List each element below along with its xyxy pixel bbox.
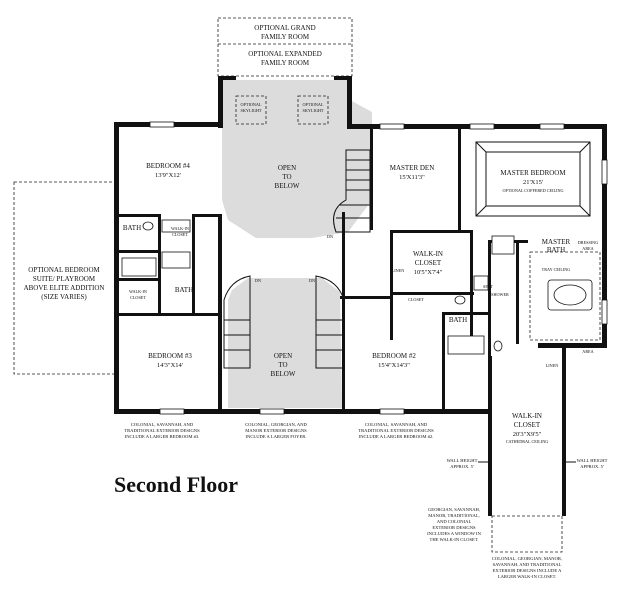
skylight-left-label-1: OPTIONAL (241, 102, 262, 107)
ceiling-details (235, 95, 601, 341)
bedroom2-dim: 15'4"X14'3" (378, 362, 410, 369)
optional-suite-label-2: SUITE/ PLAYROOM (33, 275, 96, 283)
walkin-left-bottom-1: WALK-IN (129, 289, 147, 294)
walkin-left-bottom-2: CLOSET (130, 295, 146, 300)
optional-suite-label-1: OPTIONAL BEDROOM (28, 266, 100, 274)
walkin-center-name-2: CLOSET (415, 259, 442, 267)
colonial-bottom-note-4: LARGER WALK-IN CLOSET. (498, 574, 556, 579)
open-to-below-center-area (228, 278, 342, 408)
master-bedroom-dim: 21'X15' (523, 179, 543, 186)
seat-shower-2: SHOWER (491, 292, 509, 297)
bath-left-top-label: BATH (123, 224, 141, 232)
walkin-master-name-2: CLOSET (514, 421, 541, 429)
walkin-left-top-2: CLOSET (172, 232, 188, 237)
walkin-center-name-1: WALK-IN (413, 250, 443, 258)
bedroom3-name: BEDROOM #3 (148, 352, 192, 360)
bedroom4-dim: 13'9"X12' (155, 172, 181, 179)
master-den-name: MASTER DEN (390, 164, 435, 172)
wall-height-right-1: WALL HEIGHT (577, 458, 608, 463)
walkin-left-top-1: WALK-IN (171, 226, 189, 231)
outer-walls (114, 76, 607, 414)
skylight-right-label-2: SKYLIGHT (303, 108, 324, 113)
bedroom2-name: BEDROOM #2 (372, 352, 416, 360)
georgian-note-6: THE WALK-IN CLOSET. (430, 537, 479, 542)
skylight-right-label-1: OPTIONAL (303, 102, 324, 107)
dressing-bottom-1: DRESSING (578, 343, 598, 348)
open-center-1: OPEN (274, 352, 292, 360)
dn-label-2: DN (255, 278, 261, 283)
linen-right-label: LINEN (546, 363, 559, 368)
master-bath-name-1: MASTER (542, 238, 571, 246)
dn-label-3: DN (309, 278, 315, 283)
bath-left-bottom-label: BATH (175, 286, 193, 294)
georgian-note-4: EXTERIOR DESIGNS (432, 525, 476, 530)
georgian-note-3: AND COLONIAL (437, 519, 472, 524)
walkin-center-dim: 10'5"X7'4" (414, 269, 443, 276)
optional-suite-label-4: (SIZE VARIES) (41, 293, 87, 301)
georgian-note-2: MANOR, TRADITIONAL, (428, 513, 480, 519)
note-left-2: TRADITIONAL EXTERIOR DESIGNS (124, 428, 200, 433)
open-top-1: OPEN (278, 164, 296, 172)
closet-center-label: CLOSET (408, 297, 424, 302)
bath-right-label: BATH (449, 316, 467, 324)
stairs (223, 149, 371, 369)
wall-height-left-1: WALL HEIGHT (447, 458, 478, 463)
open-center-2: TO (278, 361, 287, 369)
master-bath-note: TRAY CEILING (542, 267, 571, 272)
colonial-bottom-note-3: EXTERIOR DESIGNS INCLUDE A (493, 568, 562, 573)
optional-grand-family-label-1: OPTIONAL GRAND (254, 24, 315, 32)
note-center-3: INCLUDE A LARGER FOYER. (246, 434, 307, 439)
note-right-3: INCLUDE A LARGER BEDROOM #2. (359, 434, 434, 439)
colonial-bottom-note-1: COLONIAL, GEORGIAN, MANOR, (492, 556, 562, 562)
skylight-left-label-2: SKYLIGHT (241, 108, 262, 113)
walkin-master-name-1: WALK-IN (512, 412, 542, 420)
open-center-3: BELOW (271, 370, 296, 378)
bedroom4-name: BEDROOM #4 (146, 162, 190, 170)
note-left-3: INCLUDE A LARGER BEDROOM #3. (125, 434, 200, 439)
master-bedroom-name: MASTER BEDROOM (500, 169, 566, 177)
master-den-dim: 15'X11'3" (399, 174, 425, 181)
master-bath-name-2: BATH (547, 246, 565, 254)
georgian-note-1: GEORGIAN, SAVANNAH, (428, 507, 480, 513)
bath-fixtures (121, 219, 515, 355)
optional-grand-family-room (217, 17, 353, 77)
master-bedroom-note: OPTIONAL COFFERED CEILING (502, 188, 563, 193)
wall-height-left-2: APPROX. 5' (450, 464, 474, 469)
window-marks (149, 121, 608, 415)
bedroom3-dim: 14'3"X14' (157, 362, 183, 369)
colonial-bottom-note-2: SAVANNAH, AND TRADITIONAL (493, 562, 562, 568)
optional-grand-family-label-2: FAMILY ROOM (261, 33, 310, 41)
walkin-master-dim: 20'3"X9'5" (513, 431, 542, 438)
dressing-top-1: DRESSING (578, 240, 598, 245)
optional-suite-label-3: ABOVE ELITE ADDITION (24, 284, 105, 292)
note-center-1: COLONIAL, GEORGIAN, AND (245, 422, 307, 428)
walkin-master-note: CATHEDRAL CEILING (506, 439, 549, 444)
note-right-1: COLONIAL, SAVANNAH, AND (365, 422, 428, 428)
georgian-note-5: INCLUDES A WINDOW IN (427, 531, 481, 536)
linen-center-label: LINEN (392, 268, 405, 273)
note-left-1: COLONIAL, SAVANNAH, AND (131, 422, 194, 428)
floor-title: Second Floor (114, 472, 238, 497)
optional-expanded-family-label-1: OPTIONAL EXPANDED (248, 50, 322, 58)
optional-expanded-family-label-2: FAMILY ROOM (261, 59, 310, 67)
note-right-2: TRADITIONAL EXTERIOR DESIGNS (358, 428, 434, 433)
dressing-bottom-2: AREA (582, 349, 593, 354)
open-top-3: BELOW (275, 182, 300, 190)
open-top-2: TO (282, 173, 291, 181)
dn-label-1: DN (327, 234, 333, 239)
dressing-top-2: AREA (582, 246, 593, 251)
interior-walls (119, 128, 566, 516)
larger-closet-outline (491, 515, 563, 553)
note-center-2: MANOR EXTERIOR DESIGNS (245, 428, 307, 433)
seat-shower-1: SEAT (483, 284, 493, 289)
wall-height-right-2: APPROX. 5' (580, 464, 604, 469)
open-to-below-top-area (222, 80, 372, 238)
